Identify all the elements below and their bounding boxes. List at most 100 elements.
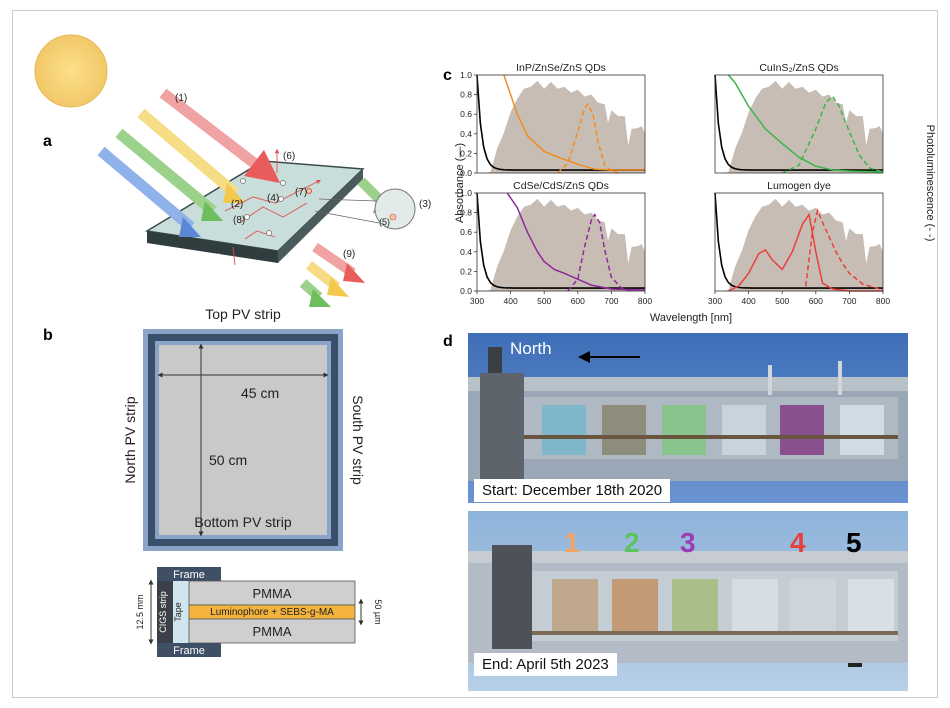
sample-number-5: 5 <box>846 527 862 558</box>
panel-letter-b: b <box>43 327 53 344</box>
photon-path-1 <box>224 179 322 212</box>
x-tick-label-4-1: 400 <box>742 296 756 306</box>
x-tick-label-4-3: 600 <box>809 296 823 306</box>
subplot-title-3: CdSe/CdS/ZnS QDs <box>513 180 609 192</box>
x-tick-label-4-5: 800 <box>876 296 890 306</box>
luminophore-dot <box>389 213 397 221</box>
label-2: (2) <box>231 199 243 210</box>
chart-layer: InP/ZnSe/ZnS QDs0.00.20.40.60.81.0CuInS₂… <box>460 62 890 306</box>
panel-c-charts: Absorbance (—) Photoluminescence (- -) W… <box>454 62 936 324</box>
label-3: (3) <box>419 199 431 210</box>
frame-bottom <box>157 643 221 657</box>
photoluminescence-line-1 <box>557 103 619 174</box>
sun-icon <box>34 34 108 108</box>
particle-5 <box>266 230 272 236</box>
label-9: (9) <box>343 249 355 260</box>
y-tick-label-3-2: 0.4 <box>460 247 472 257</box>
particle-1 <box>240 178 246 184</box>
sample-number-1: 1 <box>564 527 580 558</box>
panel-letter-c: c <box>443 67 452 84</box>
frame-top-label: Frame <box>173 569 205 581</box>
particle-4 <box>244 214 250 220</box>
label-5: (5) <box>379 217 390 227</box>
top-pv-strip-label: Top PV strip <box>205 306 281 322</box>
south-pv-strip-label: South PV strip <box>350 395 366 485</box>
bottom-pv-strip-label: Bottom PV strip <box>194 514 291 530</box>
photoluminescence-line-4 <box>804 208 884 291</box>
y-tick-label-3-5: 1.0 <box>460 188 472 198</box>
panel-window-5 <box>840 405 884 455</box>
north-label: North <box>510 339 552 358</box>
ray-yellow-head <box>223 183 245 203</box>
absorbance-line-3 <box>506 192 646 291</box>
x-tick-label-3-3: 600 <box>571 296 585 306</box>
solar-spectrum-1 <box>483 80 645 173</box>
host-absorbance-line-3 <box>476 192 645 289</box>
height-label: 50 cm <box>209 452 247 468</box>
zoom-circle <box>374 188 416 230</box>
y-tick-label-3-3: 0.6 <box>460 227 472 237</box>
subplot-title-1: InP/ZnSe/ZnS QDs <box>516 62 606 74</box>
x-tick-label-3-0: 300 <box>470 296 484 306</box>
x-tick-label-4-2: 500 <box>775 296 789 306</box>
absorbance-line-1 <box>503 74 645 171</box>
zoom-line-1 <box>318 198 378 202</box>
ray-green-out-2-head <box>309 289 331 307</box>
y-tick-label-1-1: 0.2 <box>460 148 472 158</box>
panel-letter-a: a <box>43 133 52 150</box>
photo-end: 1 2 3 4 5 End: April 5th 2023 <box>468 511 908 691</box>
x-tick-label-3-2: 500 <box>537 296 551 306</box>
panel-b-diagram: Top PV strip 45 cm 50 cm Bottom PV strip… <box>122 306 383 657</box>
pmma-bottom <box>188 618 356 644</box>
label-4: (4) <box>267 193 279 204</box>
label-6: (6) <box>283 151 295 162</box>
ray-green-head <box>201 201 223 221</box>
label-1: (1) <box>175 93 187 104</box>
tape-label: Tape <box>173 602 183 622</box>
ray-red-in <box>159 88 281 184</box>
photoluminescence-axis-label: Photoluminescence (- -) <box>924 125 936 242</box>
subplot-title-4: Lumogen dye <box>767 180 831 192</box>
host-absorbance-line-4 <box>714 192 883 289</box>
y-tick-label-3-1: 0.2 <box>460 266 472 276</box>
panel-window-2 <box>602 405 646 455</box>
absorbance-line-2 <box>727 74 884 173</box>
panel-window-3 <box>662 405 706 455</box>
panel-window-1 <box>542 405 586 455</box>
x-tick-label-3-5: 800 <box>638 296 652 306</box>
lsc-panel <box>159 345 327 535</box>
plot-frame-1 <box>476 74 646 174</box>
solar-spectrum-4 <box>721 198 883 291</box>
solar-spectrum-2 <box>721 80 883 173</box>
panel-a-diagram: PV Strip (1) <box>34 34 431 307</box>
cigs-strip <box>157 581 173 643</box>
ray-yellow-in <box>137 108 239 198</box>
pmma-top-label: PMMA <box>253 586 292 601</box>
pmma-top <box>188 580 356 606</box>
panel-window-4 <box>780 405 824 455</box>
figure: a b c d PV Strip <box>12 10 938 698</box>
layer-label: 50 µm <box>373 599 383 624</box>
frame-top <box>157 567 221 581</box>
start-date-caption: Start: December 18th 2020 <box>474 479 671 502</box>
y-tick-label-1-2: 0.4 <box>460 129 472 139</box>
frame-bottom-label: Frame <box>173 645 205 657</box>
ray-blue-head <box>179 217 201 237</box>
y-tick-label-1-0: 0.0 <box>460 168 472 178</box>
aged-window-2 <box>612 579 658 635</box>
host-absorbance-line-2 <box>714 74 883 171</box>
particle-6 <box>306 188 312 194</box>
aged-window-blank <box>732 579 778 635</box>
x-tick-label-3-1: 400 <box>504 296 518 306</box>
aged-window-3 <box>672 579 718 635</box>
y-tick-label-1-5: 1.0 <box>460 70 472 80</box>
aged-window-4 <box>790 579 836 635</box>
end-date-caption: End: April 5th 2023 <box>474 653 617 676</box>
particle-3 <box>278 196 284 202</box>
tape <box>173 581 189 643</box>
photo-start-scene <box>468 333 908 503</box>
zoom-line-2 <box>314 210 380 224</box>
luminophore-label: Luminophore + SEBS-g-MA <box>210 607 334 618</box>
thickness-label: 12.5 mm <box>135 594 145 629</box>
x-tick-label-4-0: 300 <box>708 296 722 306</box>
